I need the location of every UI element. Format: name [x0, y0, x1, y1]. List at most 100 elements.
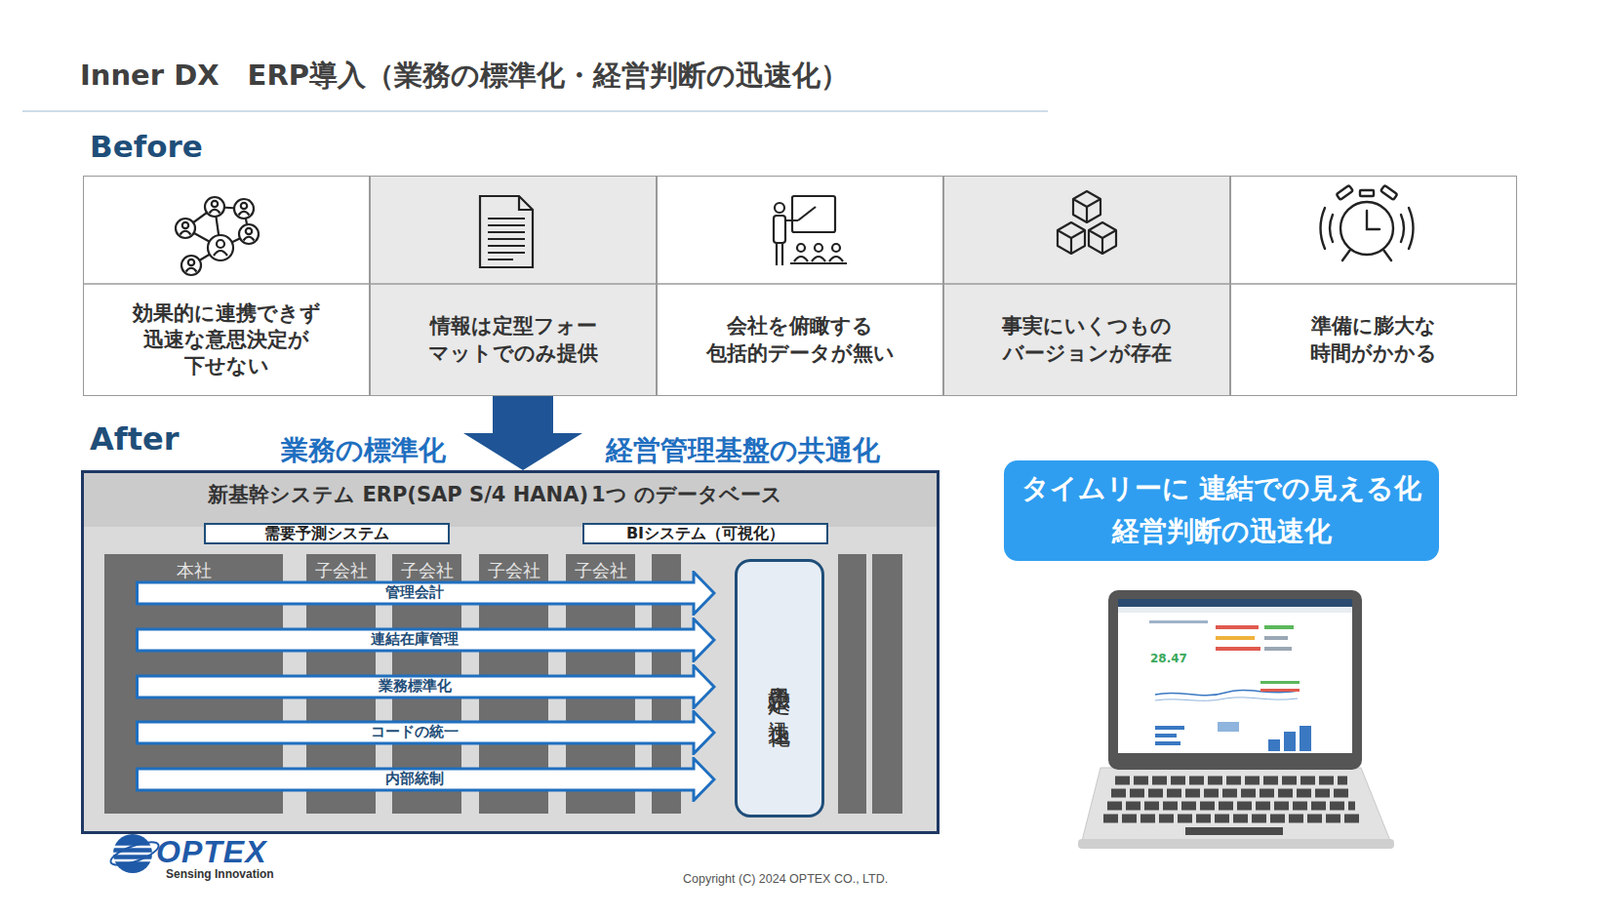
- flow-label: 経営管理基盤の共通化: [591, 431, 894, 471]
- highlight-text: タイムリーに 連結での見える化: [1003, 468, 1440, 510]
- person-node: [181, 255, 201, 276]
- person-body: [213, 250, 228, 256]
- process-text: 内部統制: [135, 768, 694, 791]
- presenter-body: [773, 215, 786, 243]
- title-rule: [22, 110, 1048, 112]
- cubes-icon: [1057, 191, 1117, 254]
- process-arrow: 連結在庫管理: [135, 617, 717, 663]
- issue-text: 事実にいくつもの バージョンが存在: [984, 283, 1190, 397]
- person-head: [188, 259, 195, 266]
- dashboard-bar: [1215, 625, 1259, 630]
- system-subtitle: 1つ のデータベース: [591, 478, 845, 514]
- dashboard-line: [1149, 620, 1208, 624]
- person-node: [175, 218, 196, 239]
- company-name: 子会社: [300, 558, 382, 584]
- issue-cell: 準備に膨大な 時間がかかる: [1230, 175, 1518, 397]
- clock-legs: [1342, 249, 1392, 261]
- person-node: [239, 224, 259, 244]
- column-bar: [872, 554, 903, 814]
- issue-text: 準備に膨大な 時間がかかる: [1271, 283, 1477, 397]
- pointer: [798, 206, 816, 221]
- logo-tagline: Sensing Innovation: [165, 867, 313, 883]
- dashboard-value: 28.47: [1147, 651, 1191, 668]
- company-name: 子会社: [473, 558, 555, 584]
- section-heading: Before: [89, 124, 305, 168]
- dashboard-bar: [1217, 721, 1240, 732]
- clock-face: [1340, 201, 1394, 255]
- company-name: 子会社: [560, 558, 641, 584]
- person-body: [180, 231, 192, 236]
- subsystem-box: BIシステム（可視化）: [582, 522, 829, 545]
- issue-cell: 会社を俯瞰する 包括的データが無い: [656, 175, 944, 397]
- cube: [1057, 222, 1085, 254]
- person-node: [207, 235, 234, 261]
- keyboard-row: [1111, 789, 1352, 799]
- flow-label: 業務の標準化: [265, 431, 461, 471]
- flow-arrow: [463, 396, 583, 471]
- process-arrow: 管理会計: [135, 570, 717, 616]
- audience-head: [832, 243, 840, 252]
- before-table: Before効果的に連携できず 迅速な意思決定が 下せない情報は定型フォー マッ…: [82, 175, 1518, 397]
- dashboard-chart: [1155, 697, 1298, 701]
- subsystem-text: 需要予測システム: [203, 522, 450, 545]
- company-name: 子会社: [386, 558, 468, 584]
- board: [792, 196, 836, 233]
- person-body: [186, 268, 198, 273]
- person-node: [234, 199, 254, 219]
- column-bar: [838, 554, 867, 814]
- cube: [1088, 222, 1117, 254]
- issue-text: 会社を俯瞰する 包括的データが無い: [697, 283, 903, 397]
- person-head: [211, 200, 218, 207]
- highlight-text: 経営判断の迅速化: [1003, 511, 1440, 553]
- logo-circle: [113, 834, 153, 874]
- laptop-illustration: [1078, 590, 1395, 849]
- keyboard-row: [1115, 776, 1348, 786]
- dashboard-bar: [1264, 625, 1294, 630]
- document-lines: [487, 218, 525, 260]
- dashboard-bar: [1260, 680, 1300, 684]
- process-text: 連結在庫管理: [135, 629, 694, 651]
- cube: [1073, 191, 1101, 223]
- keyboard-row: [1107, 801, 1356, 811]
- table-divider: [82, 282, 1518, 285]
- presenter-limbs: [776, 220, 799, 266]
- document-fold: [519, 196, 533, 210]
- process-text: コードの統一: [135, 721, 694, 744]
- process-arrow: コードの統一: [135, 710, 717, 756]
- process-text: 管理会計: [135, 582, 694, 604]
- clock-knob: [1360, 190, 1374, 197]
- process-arrow: 業務標準化: [135, 664, 717, 710]
- dashboard-bar: [1215, 636, 1255, 640]
- logo-mark: [108, 834, 161, 874]
- decision-text: 意思決定の迅速化: [737, 561, 822, 815]
- space-bar: [1185, 827, 1283, 836]
- clock-bell: [1380, 185, 1398, 200]
- keyboard-row: [1103, 814, 1360, 824]
- company-name: 本社: [104, 558, 283, 584]
- dashboard-bar: [1155, 725, 1185, 730]
- person-head: [182, 222, 189, 229]
- logo-swoosh: [108, 838, 161, 871]
- dashboard-bar: [1155, 741, 1181, 746]
- audience-bodies: [790, 256, 847, 264]
- subsystem-box: 需要予測システム: [203, 522, 450, 545]
- presenter-head: [774, 202, 785, 213]
- section-heading: After: [89, 417, 305, 463]
- person-head: [216, 240, 225, 248]
- alarm-clock-icon: [1320, 185, 1414, 261]
- process-arrow: 内部統制: [135, 757, 717, 802]
- subsystem-text: BIシステム（可視化）: [582, 522, 829, 545]
- clock-hands: [1366, 210, 1380, 230]
- dashboard-bar: [1268, 739, 1280, 752]
- dashboard-bar: [1283, 731, 1296, 752]
- laptop-base: [1081, 767, 1391, 841]
- erp-fill: [80, 470, 940, 835]
- person-head: [245, 228, 252, 235]
- audience-head: [814, 243, 823, 252]
- process-text: 業務標準化: [135, 676, 694, 698]
- slide-title: Inner DX ERP導入（業務の標準化・経営判断の迅速化）: [80, 54, 1154, 98]
- issue-cell: 情報は定型フォー マットでのみ提供: [369, 175, 657, 397]
- dashboard-bar: [1264, 636, 1288, 640]
